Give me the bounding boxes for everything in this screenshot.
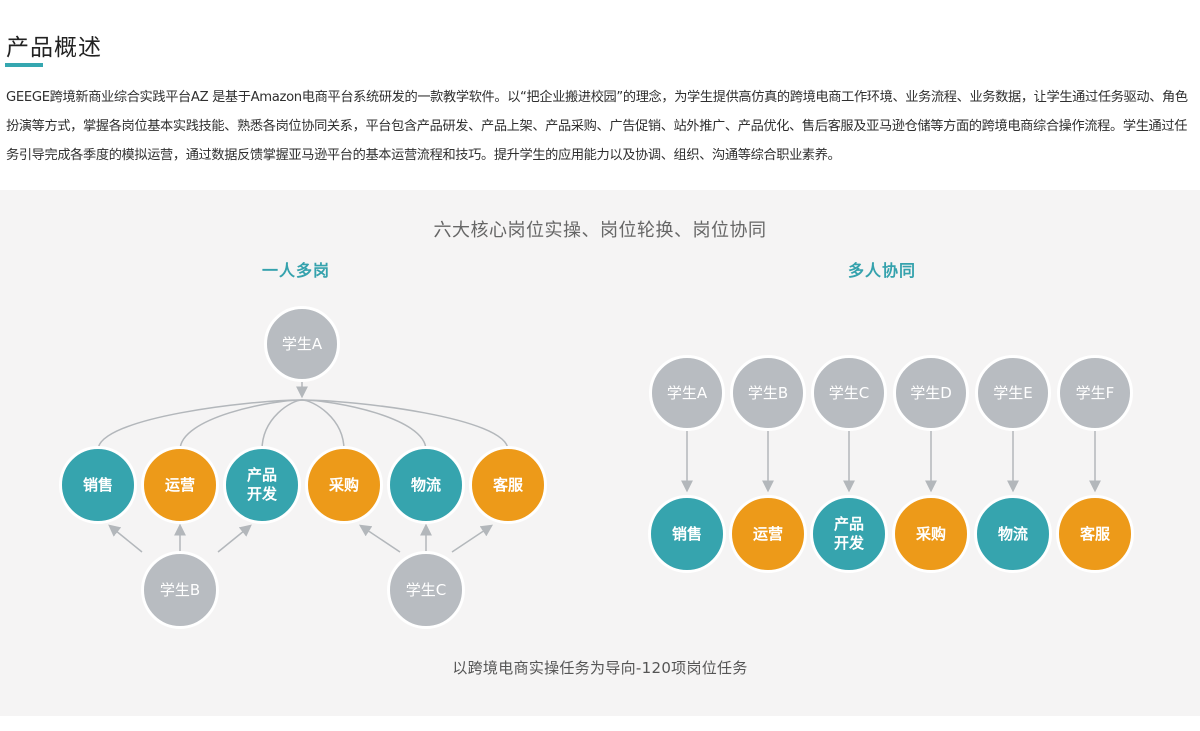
right-role-3-label: 产品开发 xyxy=(833,515,864,552)
title-underline xyxy=(5,63,43,67)
left-role-4-label: 采购 xyxy=(328,475,359,494)
right-student-4-label: 学生D xyxy=(910,383,952,402)
right-role-2: 运营 xyxy=(729,495,807,573)
left-student-b-label: 学生B xyxy=(159,580,201,599)
right-role-4-label: 采购 xyxy=(915,524,946,543)
right-student-2: 学生B xyxy=(730,355,806,431)
left-role-3: 产品开发 xyxy=(223,446,301,524)
right-student-1-label: 学生A xyxy=(666,383,708,402)
left-role-3-label: 产品开发 xyxy=(246,466,277,503)
footer-note: 以跨境电商实操任务为导向-120项岗位任务 xyxy=(452,659,748,677)
left-student-c-label: 学生C xyxy=(405,580,447,599)
left-role-1: 销售 xyxy=(59,446,137,524)
panel-title: 六大核心岗位实操、岗位轮换、岗位协同 xyxy=(433,220,767,241)
left-student-b: 学生B xyxy=(141,551,219,629)
right-role-2-label: 运营 xyxy=(752,524,783,543)
arrow-c-3 xyxy=(451,524,493,553)
right-role-1-label: 销售 xyxy=(671,524,702,543)
right-role-6-label: 客服 xyxy=(1079,524,1110,543)
right-role-5-label: 物流 xyxy=(997,524,1028,543)
right-student-3-label: 学生C xyxy=(828,383,870,402)
right-student-3: 学生C xyxy=(811,355,887,431)
arrow-c-1 xyxy=(359,524,401,553)
curve-to-role-2 xyxy=(179,399,303,451)
arrow-b-1 xyxy=(108,524,143,553)
left-student-a: 学生A xyxy=(264,306,340,382)
page-title: 产品概述 xyxy=(6,35,102,61)
curve-to-role-6 xyxy=(301,399,509,451)
connector-lines xyxy=(97,380,1101,553)
right-section-title: 多人协同 xyxy=(848,261,917,280)
curve-to-role-3 xyxy=(261,399,303,451)
left-student-c: 学生C xyxy=(387,551,465,629)
right-role-1: 销售 xyxy=(648,495,726,573)
left-role-2: 运营 xyxy=(141,446,219,524)
right-student-2-label: 学生B xyxy=(747,383,789,402)
left-student-a-label: 学生A xyxy=(281,334,323,353)
left-role-2-label: 运营 xyxy=(164,475,195,494)
left-role-6-label: 客服 xyxy=(492,475,523,494)
intro-paragraph: GEEGE跨境新商业综合实践平台AZ 是基于Amazon电商平台系统研发的一款教… xyxy=(6,90,1188,163)
curve-to-role-1 xyxy=(97,399,303,451)
right-role-4: 采购 xyxy=(892,495,970,573)
right-student-6: 学生F xyxy=(1057,355,1133,431)
right-student-6-label: 学生F xyxy=(1075,383,1115,402)
right-student-5: 学生E xyxy=(975,355,1051,431)
right-student-1: 学生A xyxy=(649,355,725,431)
left-role-6: 客服 xyxy=(469,446,547,524)
arrow-b-3 xyxy=(217,524,252,553)
left-role-1-label: 销售 xyxy=(82,475,113,494)
left-section-title: 一人多岗 xyxy=(262,261,331,280)
right-role-3: 产品开发 xyxy=(810,495,888,573)
left-connectors xyxy=(97,380,509,553)
right-student-5-label: 学生E xyxy=(993,383,1033,402)
right-student-4: 学生D xyxy=(893,355,969,431)
curve-to-role-4 xyxy=(301,399,345,451)
right-connectors xyxy=(681,431,1101,493)
left-role-5: 物流 xyxy=(387,446,465,524)
left-role-4: 采购 xyxy=(305,446,383,524)
right-role-6: 客服 xyxy=(1056,495,1134,573)
left-role-5-label: 物流 xyxy=(410,475,441,494)
right-role-5: 物流 xyxy=(974,495,1052,573)
